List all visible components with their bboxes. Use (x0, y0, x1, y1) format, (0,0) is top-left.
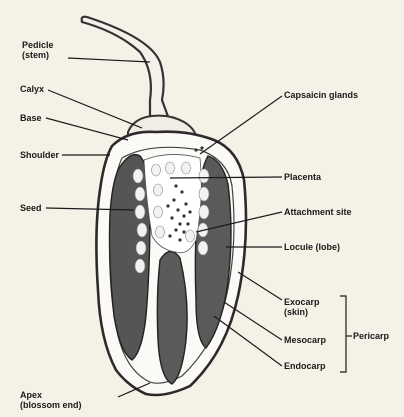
label-calyx: Calyx (20, 84, 44, 94)
seed (156, 226, 165, 238)
label-base: Base (20, 113, 42, 123)
label-placenta: Placenta (284, 172, 321, 182)
label-apex: Apex (blossom end) (20, 390, 82, 410)
label-mesocarp: Mesocarp (284, 335, 326, 345)
seed (136, 241, 146, 255)
label-pericarp: Pericarp (353, 331, 389, 341)
label-apex-sub: (blossom end) (20, 400, 82, 410)
leader-capsaicin (200, 96, 282, 154)
seed (198, 241, 208, 255)
leader-exocarp (238, 272, 282, 300)
seed (135, 259, 145, 273)
label-exocarp-sub: (skin) (284, 307, 320, 317)
label-capsaicin-glands: Capsaicin glands (284, 90, 358, 100)
seed (133, 169, 143, 183)
label-locule: Locule (lobe) (284, 242, 340, 252)
label-exocarp-text: Exocarp (284, 297, 320, 307)
leader-mesocarp (224, 302, 282, 340)
label-pedicle-text: Pedicle (22, 40, 54, 50)
seed (154, 184, 163, 196)
label-seed: Seed (20, 203, 42, 213)
label-attachment-site: Attachment site (284, 207, 352, 217)
pericarp-bracket (340, 296, 346, 372)
seed (152, 164, 161, 176)
leader-base (46, 118, 128, 140)
leader-pedicle (68, 58, 150, 62)
seed (135, 205, 145, 219)
seed (199, 187, 209, 201)
seed (186, 230, 195, 242)
label-endocarp: Endocarp (284, 361, 326, 371)
seed (135, 187, 145, 201)
label-pedicle-sub: (stem) (22, 50, 54, 60)
pedicle-shape (82, 17, 170, 122)
seed (199, 169, 209, 183)
label-exocarp: Exocarp (skin) (284, 297, 320, 317)
seed (182, 162, 191, 174)
label-shoulder: Shoulder (20, 150, 59, 160)
seed (154, 206, 163, 218)
seed (166, 162, 175, 174)
seed (199, 205, 209, 219)
label-apex-text: Apex (20, 390, 82, 400)
label-pedicle: Pedicle (stem) (22, 40, 54, 60)
seed (137, 223, 147, 237)
